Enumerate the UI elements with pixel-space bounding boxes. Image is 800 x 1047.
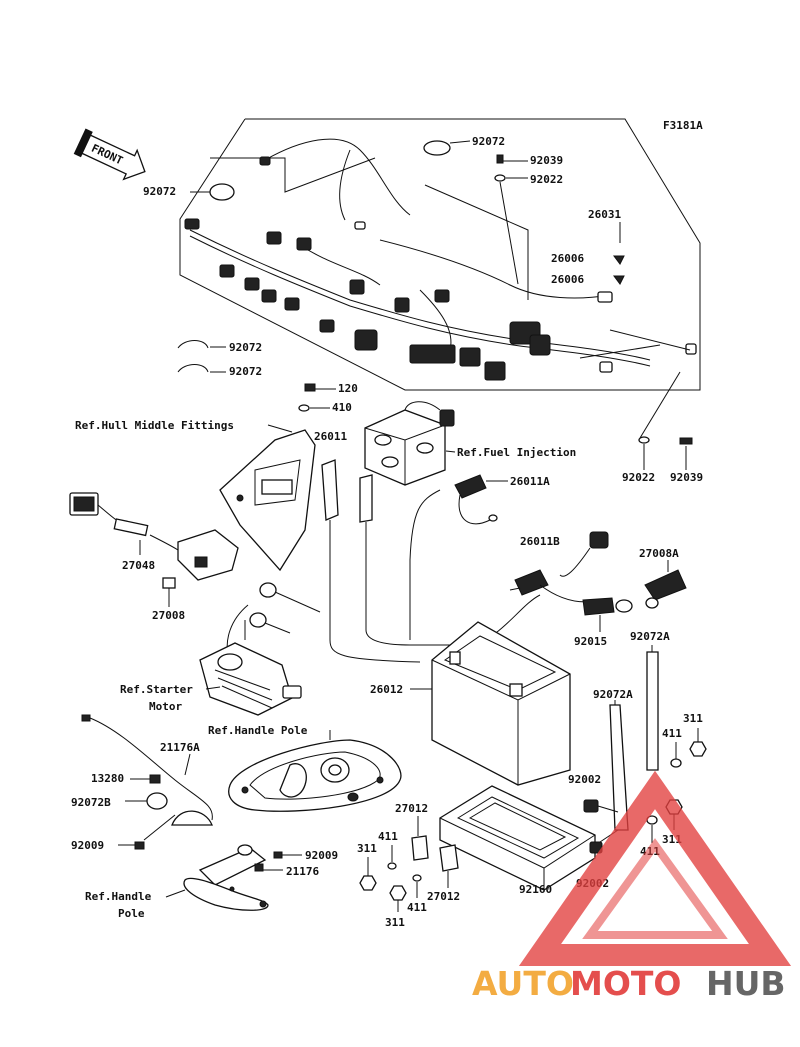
strap-92072A-right bbox=[646, 645, 659, 771]
part-label: 92039 bbox=[530, 154, 563, 167]
terminal-27012-a bbox=[411, 816, 429, 861]
cable-26011 bbox=[321, 459, 541, 663]
part-label: 27008 bbox=[152, 609, 185, 622]
ref-fuel-injection: Ref.Fuel Injection bbox=[457, 446, 576, 459]
switch-27048 bbox=[69, 492, 239, 581]
part-label: 411 bbox=[407, 901, 427, 914]
part-label: 92072A bbox=[593, 688, 633, 701]
part-label: 92009 bbox=[71, 839, 104, 852]
part-label: 311 bbox=[357, 842, 377, 855]
part-label: 26012 bbox=[370, 683, 403, 696]
part-label: 27008A bbox=[639, 547, 679, 560]
bolt-92002-a bbox=[583, 799, 619, 813]
battery-cable-left bbox=[226, 582, 321, 656]
ref-handle-pole-line2: Pole bbox=[118, 907, 145, 920]
automotohub-watermark-logo: AUTO MOTO HUB bbox=[472, 770, 792, 1003]
part-label: 92015 bbox=[574, 635, 607, 648]
ref-starter-motor-line2: Motor bbox=[149, 700, 182, 713]
fuel-injection-unit bbox=[364, 401, 455, 486]
clip-26006-b bbox=[613, 275, 625, 285]
part-label: 92022 bbox=[622, 471, 655, 484]
terminal-27012-b bbox=[439, 844, 459, 888]
washer-410 bbox=[298, 404, 330, 412]
handle-pole-plate bbox=[228, 730, 402, 812]
washer-411-b bbox=[387, 845, 397, 870]
part-label: 92072 bbox=[143, 185, 176, 198]
part-label: 26011 bbox=[314, 430, 347, 443]
nut-311-b bbox=[359, 857, 377, 891]
part-label: 311 bbox=[385, 916, 405, 929]
diagram-id: F3181A bbox=[663, 119, 703, 132]
part-label: 26006 bbox=[551, 273, 584, 286]
hull-bracket bbox=[219, 429, 316, 572]
part-label: 92039 bbox=[670, 471, 703, 484]
handle-pole-lower bbox=[183, 844, 269, 911]
part-label: 92160 bbox=[519, 883, 552, 896]
clip-13280 bbox=[130, 774, 161, 784]
battery-tray-92160 bbox=[439, 785, 596, 891]
clamp-92072-a bbox=[177, 340, 226, 349]
clamp-92072-left bbox=[190, 183, 235, 201]
front-arrow-icon: FRONT bbox=[73, 128, 146, 181]
key-27008A bbox=[644, 560, 687, 609]
nut-311-c bbox=[389, 885, 407, 912]
watermark-moto: MOTO bbox=[570, 964, 681, 1003]
screw-92009-b bbox=[273, 851, 302, 859]
part-label: 21176A bbox=[160, 741, 200, 754]
part-label: 92022 bbox=[530, 173, 563, 186]
watermark-auto: AUTO bbox=[472, 964, 574, 1003]
clip-92015 bbox=[162, 577, 176, 607]
part-label: 26011B bbox=[520, 535, 560, 548]
part-label: 13280 bbox=[91, 772, 124, 785]
part-label: 27012 bbox=[395, 802, 428, 815]
bolt-92039-r bbox=[679, 437, 693, 470]
wire-21176A bbox=[81, 714, 213, 821]
cover-clamp bbox=[171, 810, 213, 826]
ref-hull-middle-fittings: Ref.Hull Middle Fittings bbox=[75, 419, 234, 432]
bolt-120 bbox=[304, 383, 336, 392]
cable-26011A bbox=[409, 474, 508, 640]
ref-handle-pole-top: Ref.Handle Pole bbox=[208, 724, 308, 737]
part-label: 92009 bbox=[305, 849, 338, 862]
part-label: 411 bbox=[662, 727, 682, 740]
part-label: 410 bbox=[332, 401, 352, 414]
part-label: 27048 bbox=[122, 559, 155, 572]
screw-21176 bbox=[254, 863, 283, 872]
screw-92009-a bbox=[118, 814, 176, 850]
key-27008 bbox=[582, 597, 633, 632]
clamp-92072-top bbox=[423, 140, 471, 156]
part-label: 92072B bbox=[71, 796, 111, 809]
main-harness-26031 bbox=[179, 118, 701, 391]
clamp-92072-b bbox=[177, 364, 226, 373]
part-label: 92072 bbox=[229, 341, 262, 354]
clamp-92072B bbox=[125, 792, 168, 810]
washer-92022-top bbox=[494, 174, 528, 285]
part-label: 92002 bbox=[568, 773, 601, 786]
part-label: 311 bbox=[683, 712, 703, 725]
ref-handle-pole-line1: Ref.Handle bbox=[85, 890, 152, 903]
part-label: 92072A bbox=[630, 630, 670, 643]
part-label: 120 bbox=[338, 382, 358, 395]
part-label: 411 bbox=[378, 830, 398, 843]
washer-411-a bbox=[670, 742, 682, 768]
ref-starter-motor-line1: Ref.Starter bbox=[120, 683, 193, 696]
nut-311-a bbox=[689, 728, 707, 757]
washer-92022-r bbox=[638, 371, 681, 470]
part-label: 27012 bbox=[427, 890, 460, 903]
clip-26006-a bbox=[613, 255, 625, 265]
bolt-92039-top bbox=[496, 154, 528, 164]
part-label: 26031 bbox=[588, 208, 621, 221]
part-label: 21176 bbox=[286, 865, 319, 878]
part-label: 92072 bbox=[472, 135, 505, 148]
battery-26012 bbox=[431, 621, 571, 786]
watermark-hub: HUB bbox=[706, 964, 786, 1003]
part-label: 92072 bbox=[229, 365, 262, 378]
part-label: 26011A bbox=[510, 475, 550, 488]
part-label: 26006 bbox=[551, 252, 584, 265]
washer-411-c bbox=[412, 874, 422, 898]
starter-motor bbox=[199, 620, 302, 716]
